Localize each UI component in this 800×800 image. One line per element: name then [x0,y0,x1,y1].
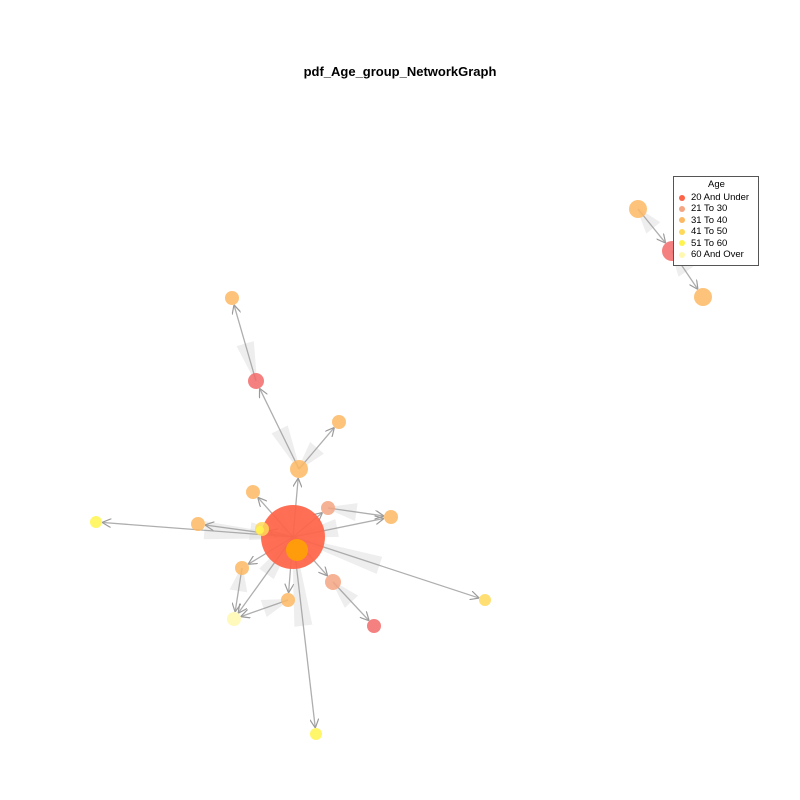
graph-node [281,593,295,607]
legend-item: 20 And Under [679,192,754,203]
graph-edge [327,507,383,516]
legend-label: 60 And Over [691,248,744,260]
legend-label: 20 And Under [691,192,750,203]
graph-node [325,574,341,590]
chart-title: pdf_Age_group_NetworkGraph [303,64,497,79]
graph-node [694,288,712,306]
graph-node [310,728,322,740]
node-layer [90,200,712,740]
graph-edge [235,567,243,611]
legend-swatch-icon [679,217,685,224]
graph-edge [234,306,257,382]
legend-item: 51 To 60 [679,238,754,249]
graph-node [191,517,205,531]
legend-label: 41 To 50 [691,226,728,238]
edge-shadow [271,425,300,470]
graph-node [384,510,398,524]
graph-edge [292,536,478,598]
legend-item: 60 And Over [679,249,754,260]
graph-node [479,594,491,606]
legend: Age 20 And Under 21 To 30 31 To 40 41 To… [673,176,759,266]
legend-label: 21 To 30 [691,203,728,215]
graph-node [227,612,241,626]
graph-node [367,619,381,633]
graph-node [246,485,260,499]
graph-edge [332,581,369,620]
edge-shadow [260,599,289,618]
graph-node [286,539,308,561]
legend-title: Age [708,179,725,190]
graph-node [90,516,102,528]
graph-node [629,200,647,218]
legend-item: 41 To 50 [679,226,754,237]
graph-node [225,291,239,305]
graph-node [332,415,346,429]
legend-item: 21 To 30 [679,203,754,214]
edge-shadow [236,341,257,382]
graph-node [290,460,308,478]
graph-node [261,505,325,569]
graph-node [248,373,264,389]
graph-edge [242,599,289,616]
graph-node [235,561,249,575]
legend-item: 31 To 40 [679,215,754,226]
legend-swatch-icon [679,251,685,258]
legend-label: 31 To 40 [691,214,728,226]
edge-layer [103,208,697,727]
graph-node [321,501,335,515]
legend-label: 51 To 60 [691,237,728,249]
graph-node [256,526,264,534]
legend-swatch-icon [679,228,685,235]
graph-edge [260,389,300,470]
legend-swatch-icon [679,240,685,247]
legend-swatch-icon [679,206,685,213]
legend-swatch-icon [679,194,685,201]
edge-shadow [327,503,358,521]
